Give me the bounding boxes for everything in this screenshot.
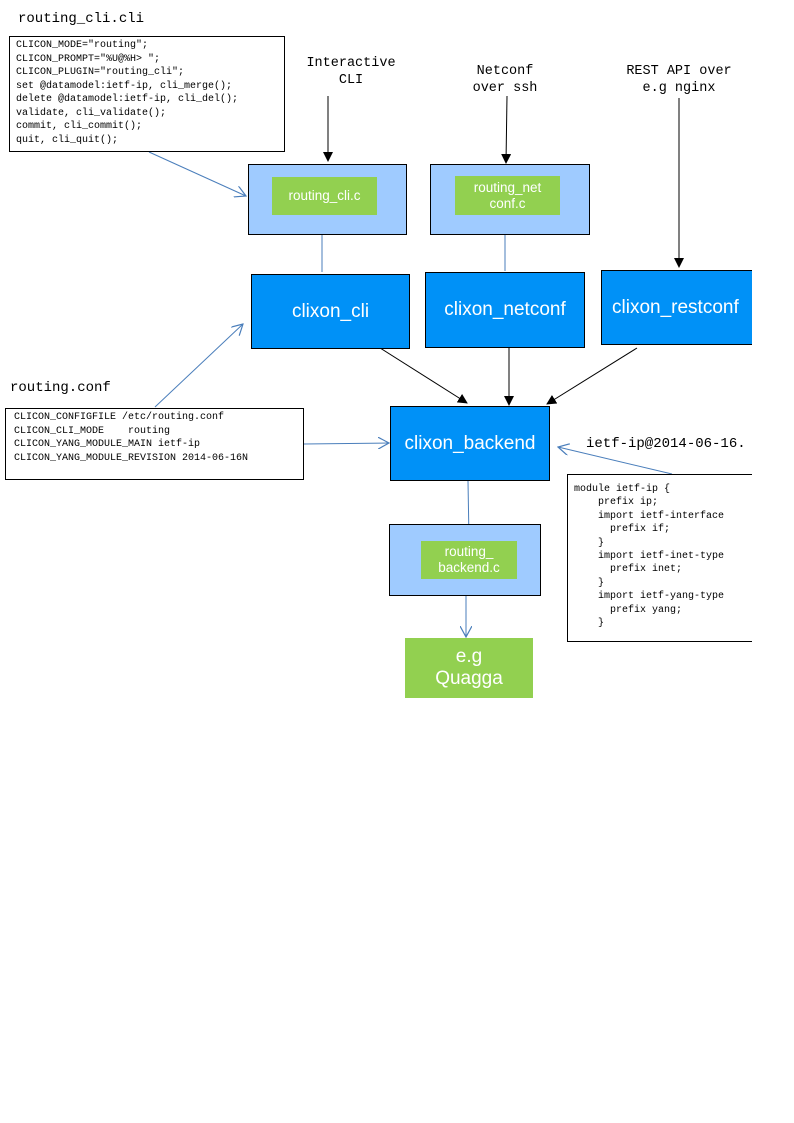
code-line: CLICON_YANG_MODULE_MAIN ietf-ip	[14, 439, 201, 450]
code-line: }	[574, 618, 605, 630]
code-line: prefix inet;	[574, 564, 683, 576]
code-line: module ietf-ip {	[574, 484, 671, 495]
netconf-plugin: routing_net conf.c	[455, 176, 560, 215]
arrow-netconf	[501, 95, 512, 164]
cli-file-code: CLICON_MODE="routing"; CLICON_PROMPT="%U@…	[9, 36, 285, 152]
clixon-restconf: clixon_restconf	[601, 270, 752, 345]
code-line: CLICON_YANG_MODULE_REVISION 2014-06-16N	[14, 452, 249, 464]
code-line: CLICON_CONFIGFILE /etc/routing.conf	[14, 412, 225, 423]
conf-file-title: routing.conf	[10, 380, 111, 396]
code-line: prefix ip;	[574, 497, 659, 509]
code-line: }	[574, 537, 605, 549]
yang-file-code: module ietf-ip { prefix ip; import ietf-…	[567, 474, 752, 642]
code-line: CLICON_PLUGIN="routing_cli";	[16, 67, 185, 78]
code-line: }	[574, 577, 605, 589]
code-line: delete @datamodel:ietf-ip, cli_del();	[16, 94, 239, 105]
code-line: import ietf-inet-type	[574, 551, 725, 563]
cli-plugin: routing_cli.c	[272, 177, 377, 215]
code-line: commit, cli_commit();	[16, 121, 143, 132]
connectors	[148, 95, 684, 1123]
code-line: quit, cli_quit();	[16, 134, 119, 146]
code-line: CLICON_CLI_MODE routing	[14, 425, 171, 437]
cli-file-title: routing_cli.cli	[18, 11, 145, 27]
code-line: prefix yang;	[574, 604, 683, 616]
backend-plugin: routing_ backend.c	[421, 541, 517, 579]
code-line: set @datamodel:ietf-ip, cli_merge();	[16, 80, 233, 92]
code-line: CLICON_MODE="routing";	[16, 40, 149, 51]
yang-file-title: ietf-ip@2014-06-16.	[586, 436, 746, 452]
clixon-backend: clixon_backend	[390, 406, 550, 481]
code-line: validate, cli_validate();	[16, 107, 167, 119]
arrow-cli-backend	[376, 345, 468, 404]
clixon-netconf: clixon_netconf	[425, 272, 585, 348]
code-line: import ietf-interface	[574, 510, 725, 522]
arrow-restconf-backend	[546, 347, 638, 405]
code-line: import ietf-yang-type	[574, 591, 725, 603]
code-line: prefix if;	[574, 524, 671, 536]
clixon-cli: clixon_cli	[251, 274, 410, 349]
quagga-box: e.g Quagga	[405, 638, 533, 698]
code-line: CLICON_PROMPT="%U@%H> ";	[16, 53, 161, 65]
